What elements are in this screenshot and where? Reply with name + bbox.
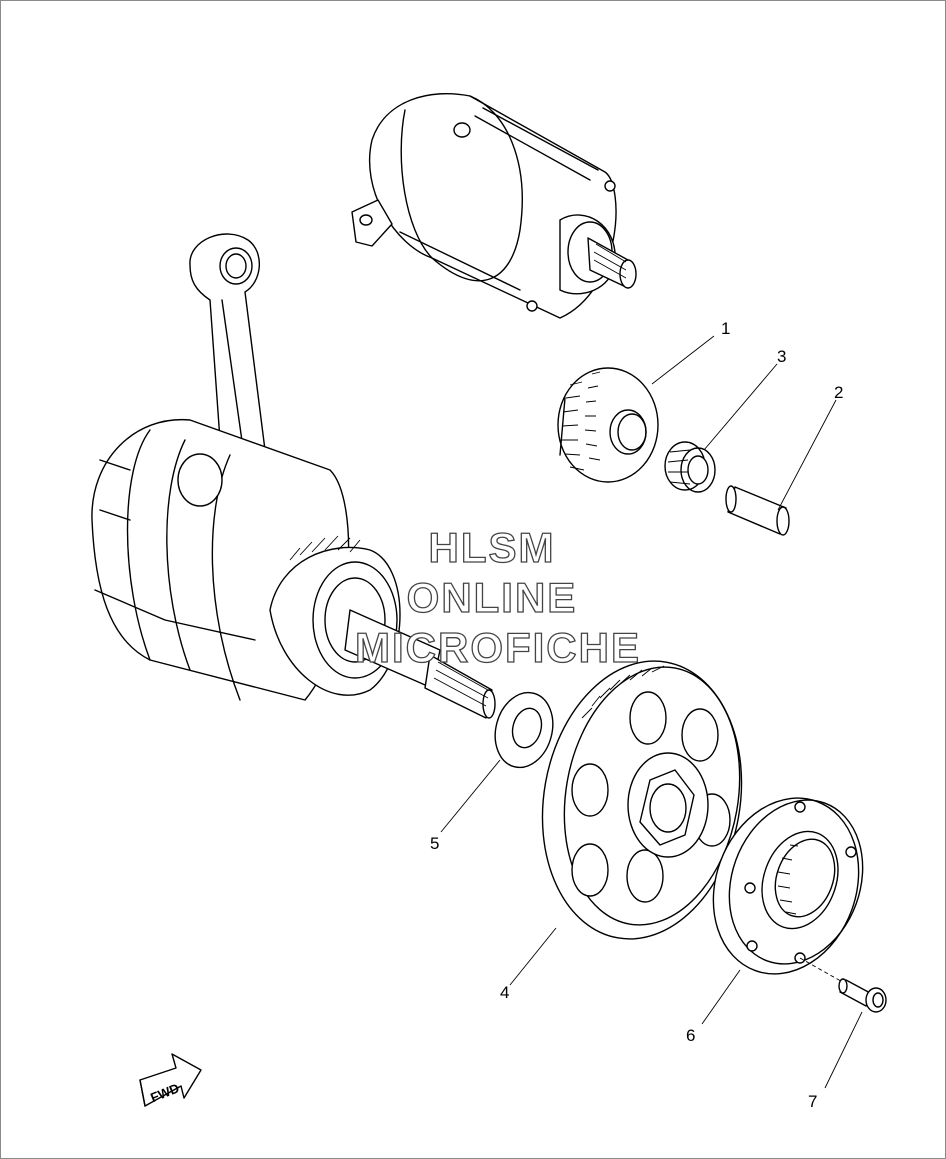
watermark-line-3: MICROFICHE [355, 624, 641, 671]
callout-1: 1 [721, 319, 730, 338]
washer[interactable] [487, 686, 561, 774]
callout-4: 4 [500, 983, 509, 1002]
idle-gear[interactable] [557, 367, 659, 483]
callout-6: 6 [686, 1026, 695, 1045]
starter-wheel-gear[interactable] [521, 645, 763, 955]
bolt[interactable] [838, 978, 887, 1013]
watermark-line-1: HLSM [429, 524, 556, 571]
callout-3: 3 [777, 347, 786, 366]
one-way-clutch[interactable] [689, 777, 884, 994]
callout-5: 5 [430, 834, 439, 853]
starter-motor[interactable] [351, 93, 637, 319]
leader-lines [440, 335, 863, 1089]
callout-7: 7 [808, 1092, 817, 1111]
callout-2: 2 [834, 383, 843, 402]
fwd-arrow-icon: FWD [139, 1053, 202, 1107]
watermark-line-2: ONLINE [407, 574, 578, 621]
crankshaft-assembly[interactable] [91, 233, 496, 719]
gear-shaft[interactable] [725, 485, 790, 536]
needle-bearing[interactable] [664, 441, 716, 493]
